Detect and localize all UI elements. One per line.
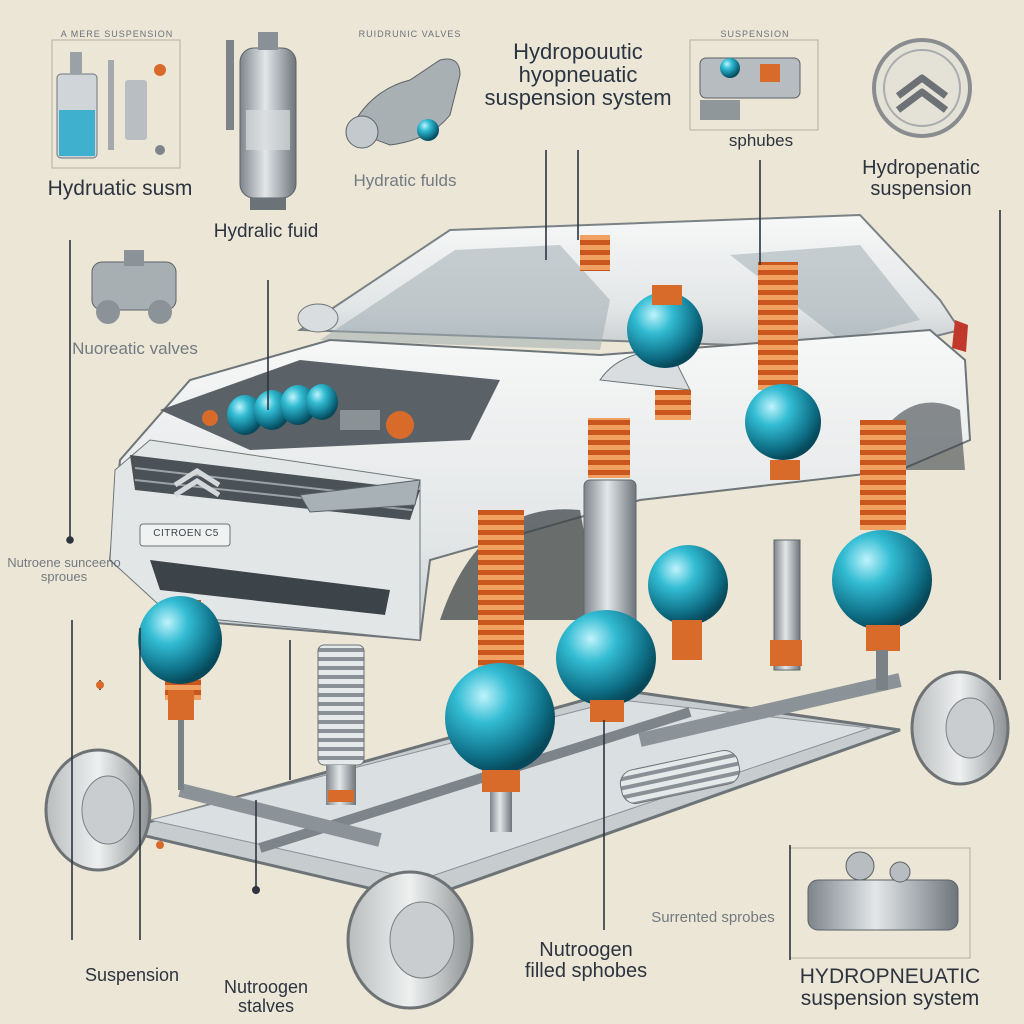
suspension-struts [138,235,932,832]
top-left-panel-header: A MERE SUSPENSION [60,29,174,39]
bottom-right-part-panel [789,847,971,959]
front-sphere-strut [445,510,555,832]
page-title: Hydropouutic hyopneuatic suspension syst… [484,39,672,111]
label-nitrogen-valves: Nutroogen stalves [223,977,309,1016]
label-suspension: Suspension [84,965,180,985]
front-left-strut [138,596,222,790]
label-surrounded-spheres: Surrented sprobes [651,909,775,926]
valve-block-icon [345,58,461,149]
spheres-top-header: SUSPENSION [720,29,790,39]
label-nitrogen-filled-spheres-text: Nutroogen filled sphobes [524,939,648,982]
rear-upper-strut [745,262,821,671]
label-spheres-top: sphubes [728,131,794,150]
engine-bay [202,384,414,439]
accumulator-icon [226,32,297,210]
top-left-part-panel [51,39,181,169]
center-cylinder-strut [556,418,656,722]
label-bottom-right-title: HYDROPNEUATIC suspension system [799,965,981,1011]
top-center-part-panel [689,39,819,131]
top-center-header: RUIDRUNIC VALVES [358,29,462,39]
rear-mid-strut [627,285,728,660]
citroen-logo-icon [872,38,972,138]
label-hydraulic-fluid: Hydralic fuid [213,221,319,242]
label-hydraulic-system: Hydruatic susm [47,177,193,200]
label-nitrogen-spheres-left: Nutroene sunceeno sproues [7,555,121,584]
label-hydropneumatic-suspension: Hydropenatic suspension [862,157,980,200]
rear-lower-strut [832,420,932,690]
label-valves: Nuoreatic valves [72,339,198,358]
front-right-coil [317,644,365,805]
label-hydraulic-fluids: Hydratic fulds [353,171,457,190]
leader-lines [66,150,1001,960]
side-valve-icon [91,250,177,324]
grille-plate-text: CITROEN C5 [153,528,219,539]
